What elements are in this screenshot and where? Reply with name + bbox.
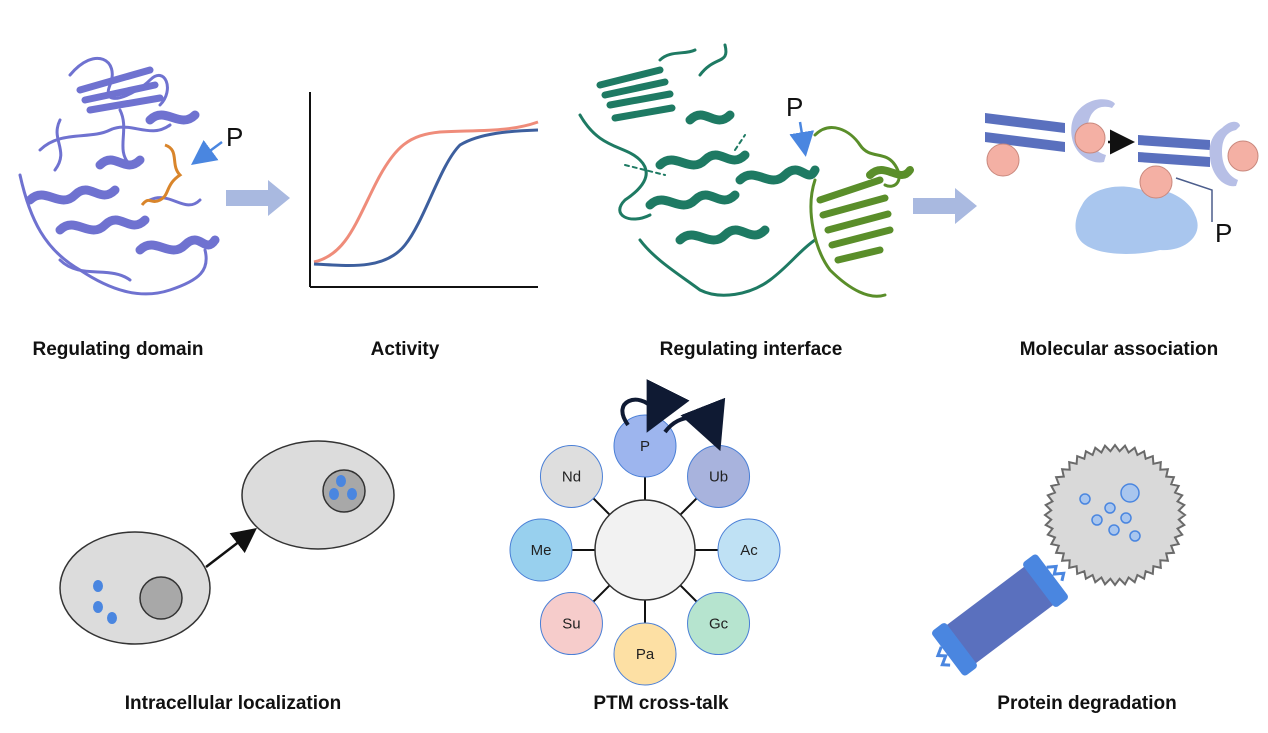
caption-regulating-domain: Regulating domain	[33, 339, 204, 360]
phospho-label: P	[1215, 218, 1232, 248]
fragment	[1104, 502, 1116, 514]
caption-regulating-interface: Regulating interface	[660, 339, 843, 360]
vesicle	[93, 601, 103, 613]
ptm-node-me: Me	[509, 518, 573, 582]
caption-protein-degradation: Protein degradation	[997, 693, 1176, 714]
nucleus-after	[322, 469, 366, 513]
ptm-node-nd: Nd	[539, 444, 603, 508]
vesicle	[93, 580, 103, 592]
activation-loop	[140, 143, 183, 206]
ptm-node-label: Pa	[636, 646, 655, 663]
receptor-left	[985, 99, 1115, 177]
ptm-node-label: Me	[531, 542, 552, 559]
ptm-node-su: Su	[539, 592, 603, 656]
ptm-node-ac: Ac	[717, 518, 781, 582]
ptm-node-circle	[717, 518, 781, 582]
intracellular-localization-panel: Intracellular localization	[59, 440, 395, 714]
translocation-arrow	[205, 527, 257, 568]
interface-partner-structure	[809, 126, 914, 298]
block-arrow	[226, 180, 290, 216]
activity-curve-phosphorylated	[313, 120, 539, 264]
fragment	[1091, 514, 1103, 526]
ptm-node-circle	[613, 622, 677, 686]
caption-molecular-association: Molecular association	[1020, 339, 1219, 360]
fragment	[1108, 524, 1120, 536]
cell-before	[59, 531, 211, 645]
molecular-association-panel: P Molecular association	[985, 99, 1259, 360]
ptm-node-circle	[509, 518, 573, 582]
fragment	[1120, 483, 1140, 503]
ptm-node-label: Gc	[709, 616, 729, 633]
kinase-green-structure	[578, 43, 820, 297]
activity-panel: Activity	[309, 92, 539, 360]
ptm-hub	[594, 499, 696, 601]
vesicle	[329, 488, 339, 500]
ptm-spokes	[572, 477, 718, 623]
receptor-right	[1075, 121, 1259, 254]
crosstalk-arrow	[663, 397, 726, 452]
vesicle	[107, 612, 117, 624]
ptm-node-p: P	[613, 414, 677, 478]
ptm-node-circle	[687, 592, 751, 656]
regulating-domain-panel: P Regulating domain	[18, 56, 243, 360]
ptm-node-label: Ac	[740, 542, 758, 559]
protein-degradation-panel: Protein degradation	[932, 443, 1187, 714]
ptm-node-circle	[539, 444, 603, 508]
phospho-leader-line	[1175, 177, 1213, 222]
protein-cylinder	[932, 554, 1068, 676]
ptm-spoke	[592, 497, 611, 516]
ptm-spoke	[592, 584, 611, 603]
phospho-label: P	[226, 122, 243, 152]
ptm-node-label: P	[640, 438, 650, 455]
ptm-node-ub: Ub	[687, 444, 751, 508]
vesicle	[336, 475, 346, 487]
regulating-interface-panel: P Regulating interface	[578, 43, 914, 360]
self-loop-arrow	[620, 379, 690, 433]
caption-ptm-crosstalk: PTM cross-talk	[593, 693, 729, 714]
fragment	[1129, 530, 1141, 542]
fragment	[1120, 512, 1132, 524]
block-arrow	[913, 188, 977, 224]
activity-curve-unphosphorylated	[313, 128, 539, 267]
partner-protein-blob	[1075, 186, 1198, 254]
caption-activity: Activity	[371, 339, 440, 360]
ptm-node-label: Su	[562, 616, 580, 633]
proteasome	[1043, 443, 1187, 587]
ptm-node-label: Nd	[562, 468, 581, 485]
fragment	[1079, 493, 1091, 505]
phospho-arrow	[789, 121, 815, 157]
ptm-spoke	[679, 584, 698, 603]
ptm-node-pa: Pa	[613, 622, 677, 686]
ptm-node-label: Ub	[709, 468, 728, 485]
phospho-label: P	[786, 92, 803, 122]
phospho-arrow	[190, 140, 223, 165]
caption-intracellular-localization: Intracellular localization	[125, 693, 341, 714]
ptm-node-circle	[539, 592, 603, 656]
vesicle	[347, 488, 357, 500]
cell-after	[241, 440, 395, 550]
nucleus-before	[139, 576, 183, 620]
kinase-ribbon-structure	[18, 56, 220, 296]
ptm-node-gc: Gc	[687, 592, 751, 656]
ptm-spoke	[679, 497, 698, 516]
